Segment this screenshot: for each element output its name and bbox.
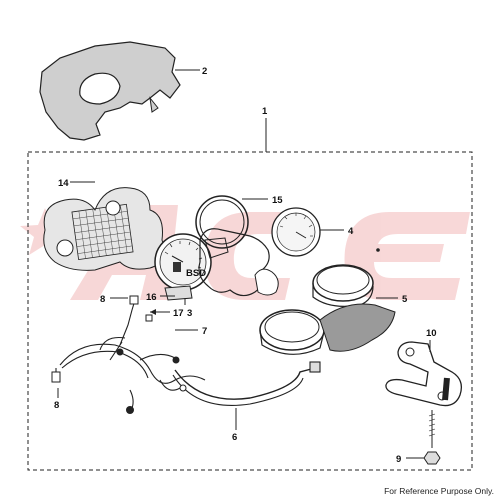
gauge-label: BSD: [186, 268, 206, 279]
part-15-ring: [195, 195, 268, 249]
callout-16: 16: [146, 292, 157, 303]
leader-lines: [57, 295, 237, 430]
callout-1: 1: [262, 106, 268, 117]
callout-14: 14: [58, 178, 69, 189]
callout-4: 4: [348, 226, 354, 237]
assembly-group-box: [27, 151, 473, 471]
wiring-harness: [55, 299, 321, 409]
callout-8-bottom: 8: [54, 400, 59, 411]
part-3-speedometer: BSD: [154, 233, 229, 305]
part-9-nut: [423, 451, 441, 465]
part-5-housing: [259, 264, 398, 355]
reference-note: For Reference Purpose Only.: [384, 486, 494, 496]
callout-7: 7: [202, 326, 207, 337]
watermark-letter-e: [344, 212, 470, 300]
callout-9: 9: [396, 454, 401, 465]
gasket-outline: [198, 228, 279, 297]
callout-labels: 2 1 14 15 4 5 10 8 16 3 17 7 8 6 9: [54, 66, 437, 465]
arrow-icon: [150, 309, 156, 315]
callout-8-top: 8: [100, 294, 105, 305]
part-2-cover: [39, 41, 200, 141]
harness-connectors: [51, 295, 187, 414]
callout-2: 2: [202, 66, 207, 77]
callout-6: 6: [232, 432, 237, 443]
callout-15: 15: [272, 195, 283, 206]
part-14-panel: [43, 181, 165, 271]
part-4-tachometer: [271, 207, 380, 257]
callout-5: 5: [402, 294, 408, 305]
callout-3: 3: [187, 308, 192, 319]
callout-17: 17: [173, 308, 184, 319]
part-10-bracket: [385, 340, 463, 465]
callout-10: 10: [426, 328, 437, 339]
